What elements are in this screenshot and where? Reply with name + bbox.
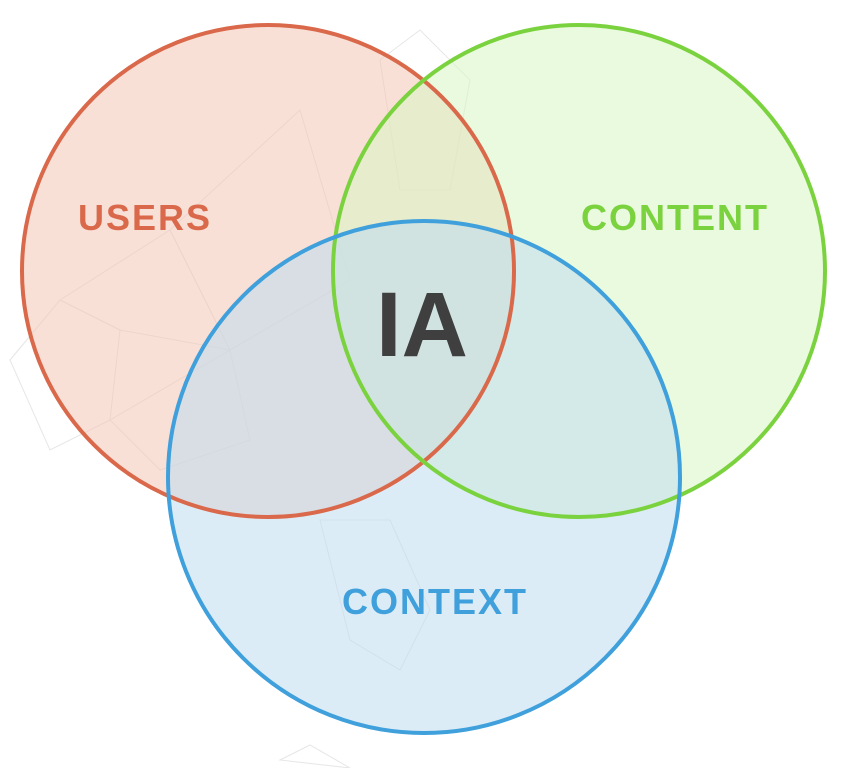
users-circle-outline xyxy=(20,23,516,519)
content-label: CONTENT xyxy=(581,197,769,238)
venn-circles xyxy=(20,23,827,735)
context-label: CONTEXT xyxy=(342,581,528,622)
context-circle-outline xyxy=(166,219,682,735)
users-label: USERS xyxy=(78,197,212,238)
intersection-label: IA xyxy=(376,274,468,376)
context-circle xyxy=(168,221,680,733)
content-circle-outline xyxy=(331,23,827,519)
